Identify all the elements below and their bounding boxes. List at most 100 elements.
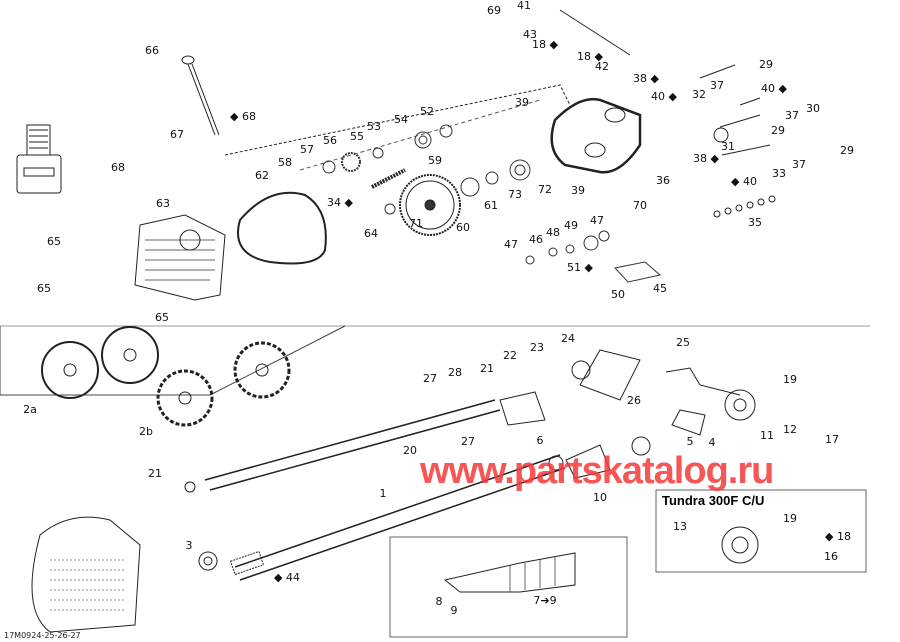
callout-label: 23 [530,341,544,354]
callout-label: 36 [656,174,670,187]
callout-label: 37 [792,158,806,171]
callout-label: 37 [710,79,724,92]
callout-label: ◆ 68 [230,110,256,123]
callout-label: 3 [185,539,193,552]
callout-label: 69 [487,4,501,17]
callout-label: 42 [595,60,609,73]
watermark: www.partskatalog.ru [420,450,774,492]
callout-label: 1 [379,487,387,500]
dipstick-part [181,55,220,136]
callout-label: 67 [170,128,184,141]
callout-label: 2b [139,425,153,438]
callout-label: 12 [783,423,797,436]
callout-label: 64 [364,227,378,240]
callout-label: 33 [772,167,786,180]
callout-label: 66 [145,44,159,57]
oil-bottle-icon [16,124,62,194]
callout-label: 11 [760,429,774,442]
shims-part [713,195,776,218]
inset-title: Tundra 300F C/U [662,493,765,508]
callout-label: 18 ◆ [532,38,558,51]
shaft-1 [234,454,566,581]
callout-label: 21 [480,362,494,375]
callout-label: 58 [278,156,292,169]
chain-part [371,168,406,189]
callout-label: 65 [47,235,61,248]
callout-label: 70 [633,199,647,212]
callout-label: 59 [428,154,442,167]
callout-label: 18 ◆ [577,50,603,63]
callout-label: 53 [367,120,381,133]
drawing-code: 17M0924-25-26-27 [4,631,81,640]
callout-label: 73 [508,188,522,201]
callout-label: 55 [350,130,364,143]
callout-label: 2a [23,403,37,416]
tundra-inset-box [655,489,867,573]
callout-label: 48 [546,226,560,239]
callout-label: 16 [824,550,838,563]
callout-label: 65 [37,282,51,295]
gasket-part [237,191,327,265]
callout-label: 28 [448,366,462,379]
callout-label: 31 [721,140,735,153]
callout-label: 61 [484,199,498,212]
callout-label: 63 [156,197,170,210]
callout-label: 57 [300,143,314,156]
callout-label: 34 ◆ [327,196,353,209]
callout-label: 68 [111,161,125,174]
callout-label: 4 [708,436,716,449]
track-chain-part [443,552,576,593]
sprocket-inset-box [0,325,346,396]
callout-label: 8 [435,595,443,608]
callout-label: 60 [456,221,470,234]
callout-label: 6 [536,434,544,447]
callout-label: ◆ 40 [731,175,757,188]
callout-label: 17 [825,433,839,446]
callout-label: 26 [627,394,641,407]
callout-label: 37 [785,109,799,122]
callout-label: 72 [538,183,552,196]
callout-label: ◆ 18 [825,530,851,543]
sprocket-2b [156,341,291,427]
callout-label: 40 ◆ [651,90,677,103]
callout-label: 29 [771,124,785,137]
sprocket-gear-part [399,174,461,236]
callout-label: 29 [840,144,854,157]
callout-label: 46 [529,233,543,246]
callout-label: 52 [420,105,434,118]
callout-label: 32 [692,88,706,101]
callout-label: 45 [653,282,667,295]
bolts [559,9,771,156]
callout-label: 47 [504,238,518,251]
chaincase-housing-part [550,97,642,174]
callout-label: 38 ◆ [693,152,719,165]
callout-label: 30 [806,102,820,115]
callout-label: 22 [503,349,517,362]
callout-label: 29 [759,58,773,71]
callout-label: 20 [403,444,417,457]
callout-label: 19 [783,373,797,386]
callout-label: 39 [571,184,585,197]
callout-label: 51 ◆ [567,261,593,274]
callout-label: 7➔9 [533,594,557,607]
bearings-washers [322,124,662,283]
callout-label: 19 [783,512,797,525]
chaincase-cover-part [134,214,226,301]
bearing-housing [499,349,641,479]
callout-label: 21 [148,467,162,480]
callout-label: 71 [409,217,423,230]
callout-label: 27 [423,372,437,385]
callout-label: 41 [517,0,531,12]
callout-label: 43 [523,28,537,41]
callout-label: ◆ 44 [274,571,300,584]
callout-label: 5 [686,435,694,448]
callout-label: 47 [590,214,604,227]
callout-label: 9 [450,604,458,617]
callout-label: 56 [323,134,337,147]
callout-label: 38 ◆ [633,72,659,85]
callout-label: 24 [561,332,575,345]
callout-label: 50 [611,288,625,301]
callout-label: 27 [461,435,475,448]
callout-label: 40 ◆ [761,82,787,95]
